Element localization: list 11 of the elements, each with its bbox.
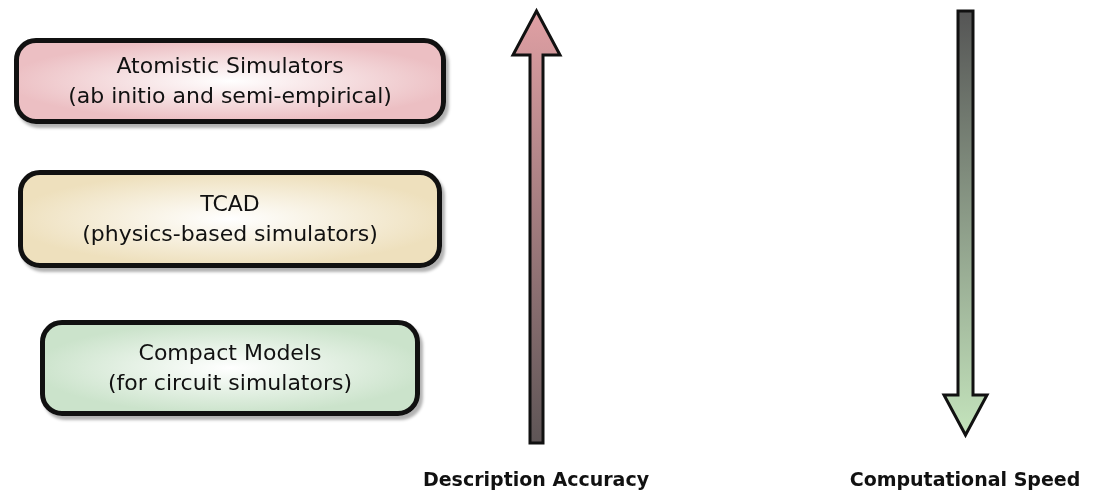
process-box (18, 170, 442, 268)
box-title: Atomistic Simulators (116, 52, 344, 80)
box-title: TCAD (200, 190, 260, 218)
box-subtitle: (physics-based simulators) (82, 220, 378, 248)
box-subtitle: (ab initio and semi-empirical) (68, 82, 392, 110)
axis-label: Computational Speed (849, 468, 1081, 490)
box-title: Compact Models (138, 339, 322, 367)
box-subtitle: (for circuit simulators) (107, 369, 353, 397)
process-box (40, 320, 420, 416)
process-box (14, 38, 446, 124)
axis-label: Description Accuracy (422, 468, 650, 490)
